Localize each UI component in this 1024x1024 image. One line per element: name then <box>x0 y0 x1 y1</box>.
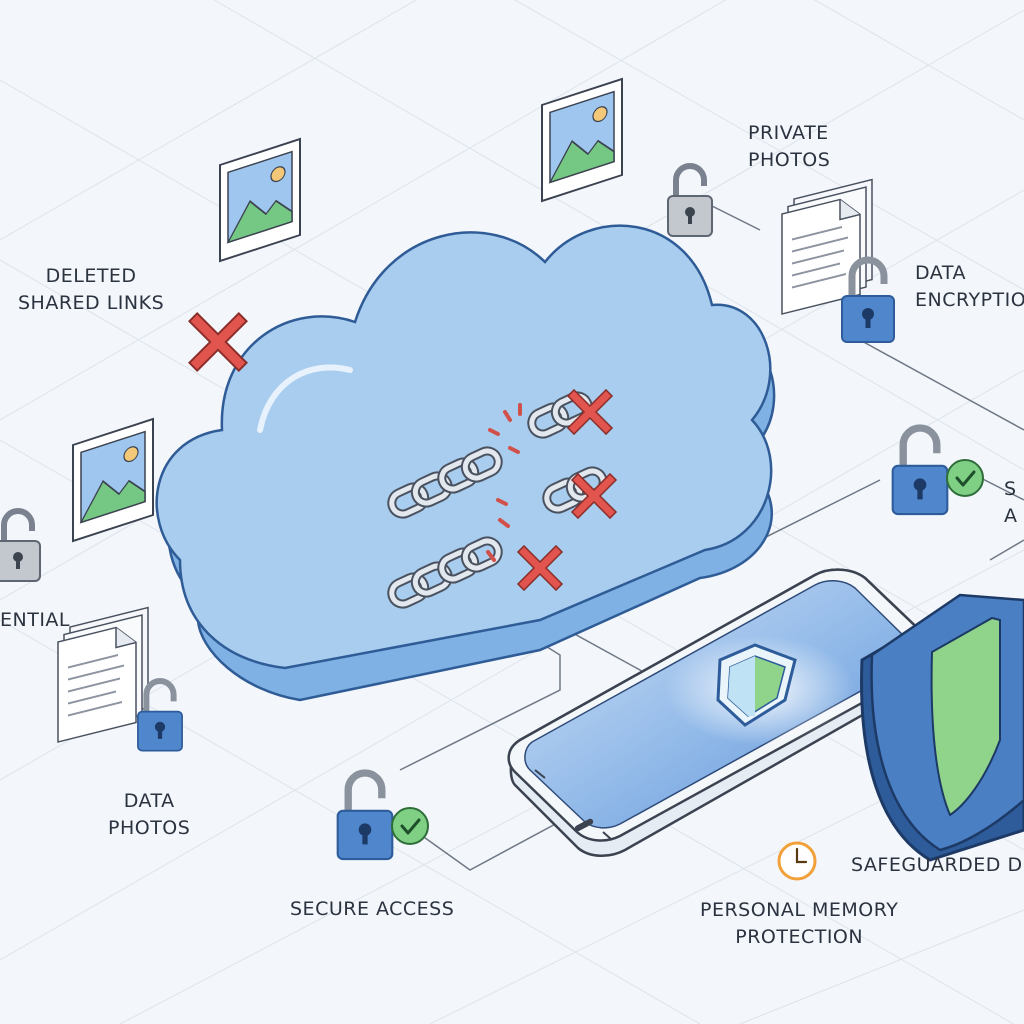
clock-icon <box>777 841 817 881</box>
data-encryption-label: DATA ENCRYPTIO <box>915 262 1024 311</box>
secure-access-label: SECURE ACCESS <box>290 898 455 920</box>
safeguarded-data-label: SAFEGUARDED D <box>851 854 1023 876</box>
deleted-shared-links-label: DELETED SHARED LINKS <box>18 265 165 314</box>
secure-access-right-label: S A <box>1004 478 1018 527</box>
confidential-label: ENTIAL <box>0 609 71 631</box>
personal-memory-protection-label: PERSONAL MEMORY PROTECTION <box>700 899 899 948</box>
private-photos-label: PRIVATE PHOTOS <box>748 122 831 171</box>
shield-icon <box>860 593 1024 862</box>
data-photos-label: DATA PHOTOS <box>108 790 191 839</box>
smartphone-icon <box>507 568 937 857</box>
